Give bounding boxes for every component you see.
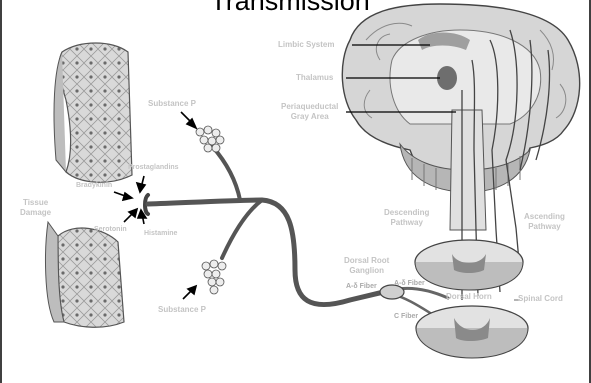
label-periaqueductal-line1: Periaqueductal xyxy=(281,102,338,112)
label-periaqueductal-line2: Gray Area xyxy=(281,112,338,122)
peripheral-nerve xyxy=(145,146,450,324)
label-thalamus: Thalamus xyxy=(296,73,333,83)
label-descending-line1: Descending xyxy=(384,208,429,218)
tissue-upper-block xyxy=(54,43,132,182)
label-substance-p-bottom: Substance P xyxy=(158,305,206,315)
label-dorsal-horn: Dorsal Horn xyxy=(446,292,492,302)
label-tissue-damage: Tissue Damage xyxy=(20,198,51,218)
label-c-fiber: C Fiber xyxy=(394,313,418,321)
spinal-cord-upper-segment xyxy=(415,240,523,290)
label-a-delta-fiber-right: A-δ Fiber xyxy=(394,280,425,288)
label-substance-p-top: Substance P xyxy=(148,99,196,109)
label-serotonin: Serotonin xyxy=(94,226,127,234)
substance-p-vesicles-top xyxy=(196,126,224,152)
label-tissue-line1: Tissue xyxy=(20,198,51,208)
label-spinal-cord: Spinal Cord xyxy=(518,294,563,304)
label-periaqueductal: Periaqueductal Gray Area xyxy=(281,102,338,122)
label-descending-pathway: Descending Pathway xyxy=(384,208,429,228)
label-drg-line1: Dorsal Root xyxy=(344,256,389,266)
label-bradykinin: Bradykinin xyxy=(76,182,112,190)
diagram-title: Transmission xyxy=(190,0,390,17)
label-tissue-line2: Damage xyxy=(20,208,51,218)
label-dorsal-root-ganglion: Dorsal Root Ganglion xyxy=(344,256,389,276)
label-drg-line2: Ganglion xyxy=(344,266,389,276)
tissue-lower-block xyxy=(46,222,124,327)
spinal-cord-lower-segment xyxy=(416,306,528,358)
brainstem-column xyxy=(450,110,486,230)
label-ascending-pathway: Ascending Pathway xyxy=(524,212,565,232)
label-prostaglandins: Prostaglandins xyxy=(128,164,179,172)
label-limbic-system: Limbic System xyxy=(278,40,334,50)
label-ascending-line2: Pathway xyxy=(524,222,565,232)
label-ascending-line1: Ascending xyxy=(524,212,565,222)
label-descending-line2: Pathway xyxy=(384,218,429,228)
label-histamine: Histamine xyxy=(144,230,177,238)
substance-p-vesicles-bottom xyxy=(202,260,226,294)
label-a-delta-fiber-left: A-δ Fiber xyxy=(346,283,377,291)
